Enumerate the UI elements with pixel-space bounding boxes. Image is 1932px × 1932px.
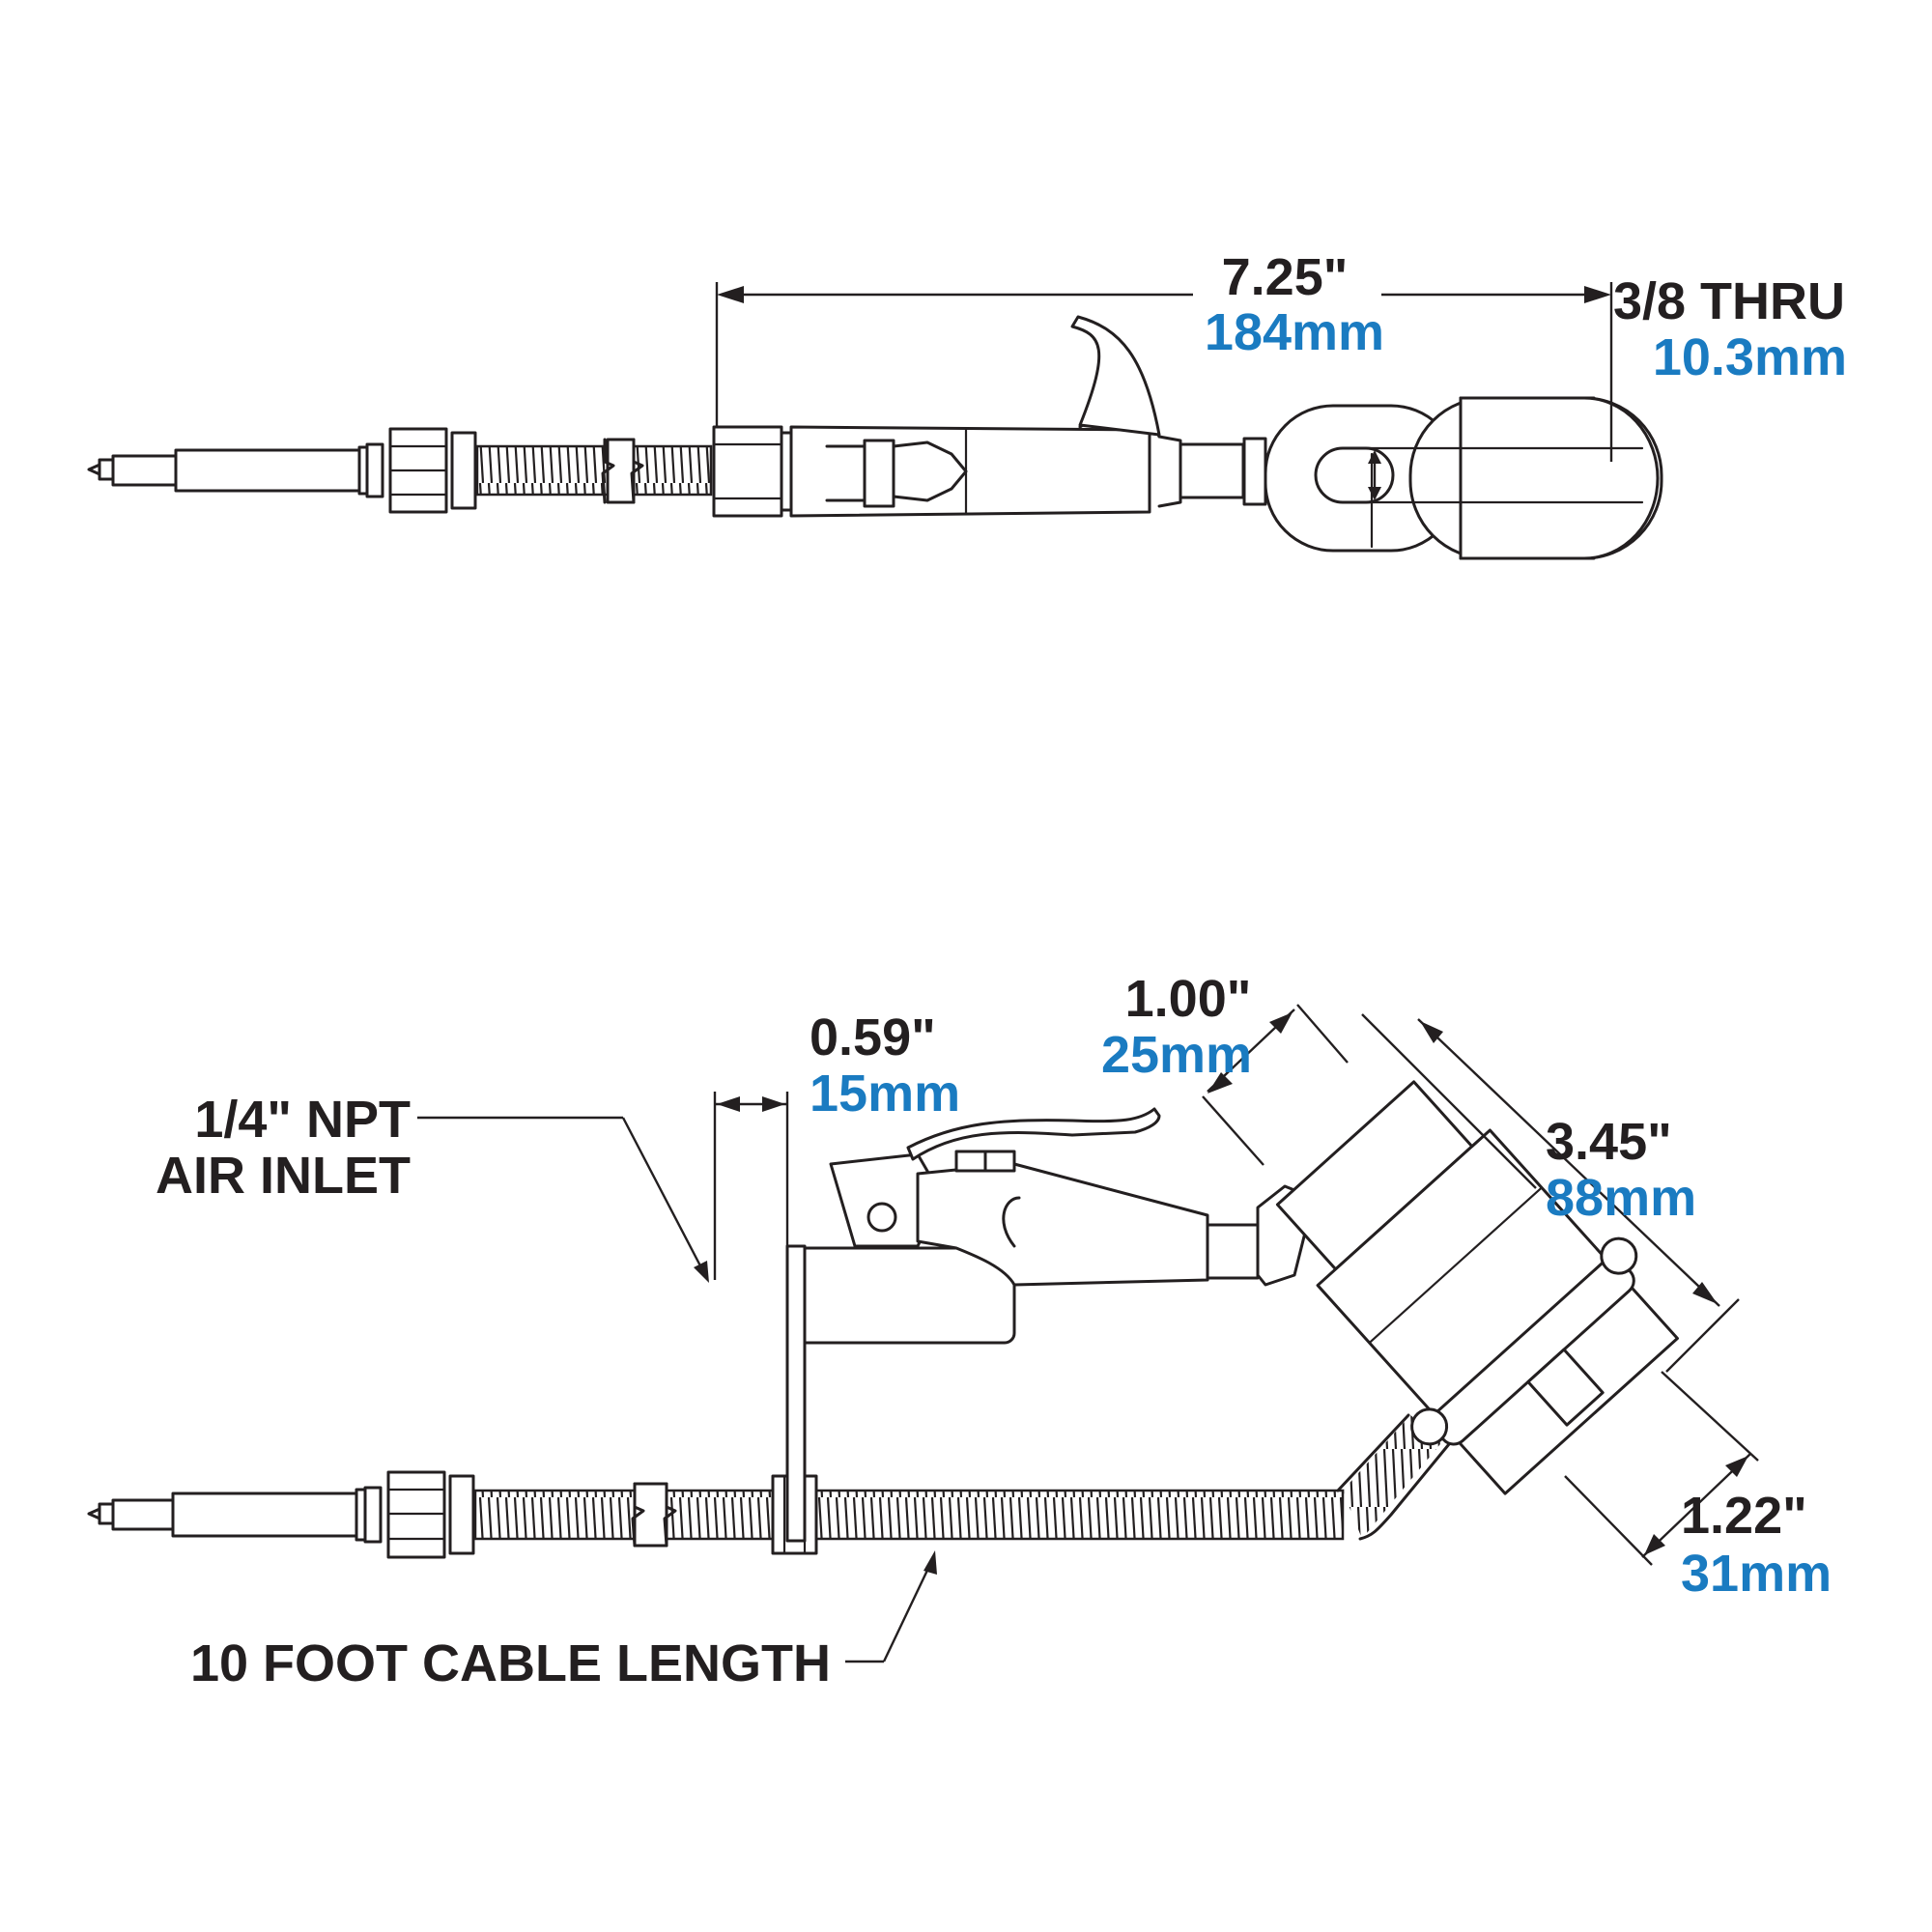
dim-bracket-offset-metric: 15mm xyxy=(810,1065,960,1122)
side-gun-body xyxy=(803,1107,1316,1345)
dim-base-depth: 1.22" 31mm xyxy=(1564,1371,1832,1603)
dim-thru-hole-metric: 10.3mm xyxy=(1653,328,1847,386)
dim-overall-length-metric: 184mm xyxy=(1205,303,1384,361)
dim-bracket-offset: 0.59" 15mm xyxy=(713,1009,960,1280)
top-inlet-fitting xyxy=(87,427,477,514)
dim-nozzle-width-metric: 25mm xyxy=(1101,1026,1252,1084)
dim-overall-length: 7.25" 184mm xyxy=(715,248,1613,462)
dim-head-length: 3.45" 88mm xyxy=(1361,1013,1740,1373)
dim-nozzle-width-imperial: 1.00" xyxy=(1125,970,1252,1028)
side-nozzle-head xyxy=(1275,1080,1679,1495)
cable-length-callout: 10 FOOT CABLE LENGTH xyxy=(190,1550,937,1692)
top-gun-body xyxy=(712,315,1267,518)
top-cable xyxy=(475,438,713,504)
dim-thru-hole: 3/8 THRU 10.3mm xyxy=(1368,272,1847,500)
dim-nozzle-width: 1.00" 25mm xyxy=(1101,970,1349,1166)
dim-overall-length-imperial: 7.25" xyxy=(1222,248,1349,306)
dim-base-depth-imperial: 1.22" xyxy=(1681,1487,1807,1545)
side-mounting-bracket xyxy=(785,1244,807,1543)
dim-thru-hole-imperial: 3/8 THRU xyxy=(1613,272,1845,330)
air-inlet-label-line1: 1/4" NPT xyxy=(194,1091,411,1149)
dim-base-depth-metric: 31mm xyxy=(1681,1545,1832,1603)
dim-head-length-metric: 88mm xyxy=(1546,1169,1696,1227)
side-view: 0.59" 15mm 1.00" 25mm 3.45" 88mm xyxy=(87,970,1832,1692)
dim-bracket-offset-imperial: 0.59" xyxy=(810,1009,936,1066)
top-view: 7.25" 184mm 3/8 THRU 10.3mm xyxy=(87,248,1847,560)
dim-head-length-imperial: 3.45" xyxy=(1546,1113,1672,1171)
top-nozzle-head xyxy=(1264,396,1663,560)
air-inlet-label-line2: AIR INLET xyxy=(156,1147,411,1205)
cable-length-label: 10 FOOT CABLE LENGTH xyxy=(190,1634,831,1692)
side-inlet-fitting xyxy=(87,1470,475,1559)
side-cable xyxy=(473,1413,1451,1555)
air-inlet-callout: 1/4" NPT AIR INLET xyxy=(156,1091,709,1283)
